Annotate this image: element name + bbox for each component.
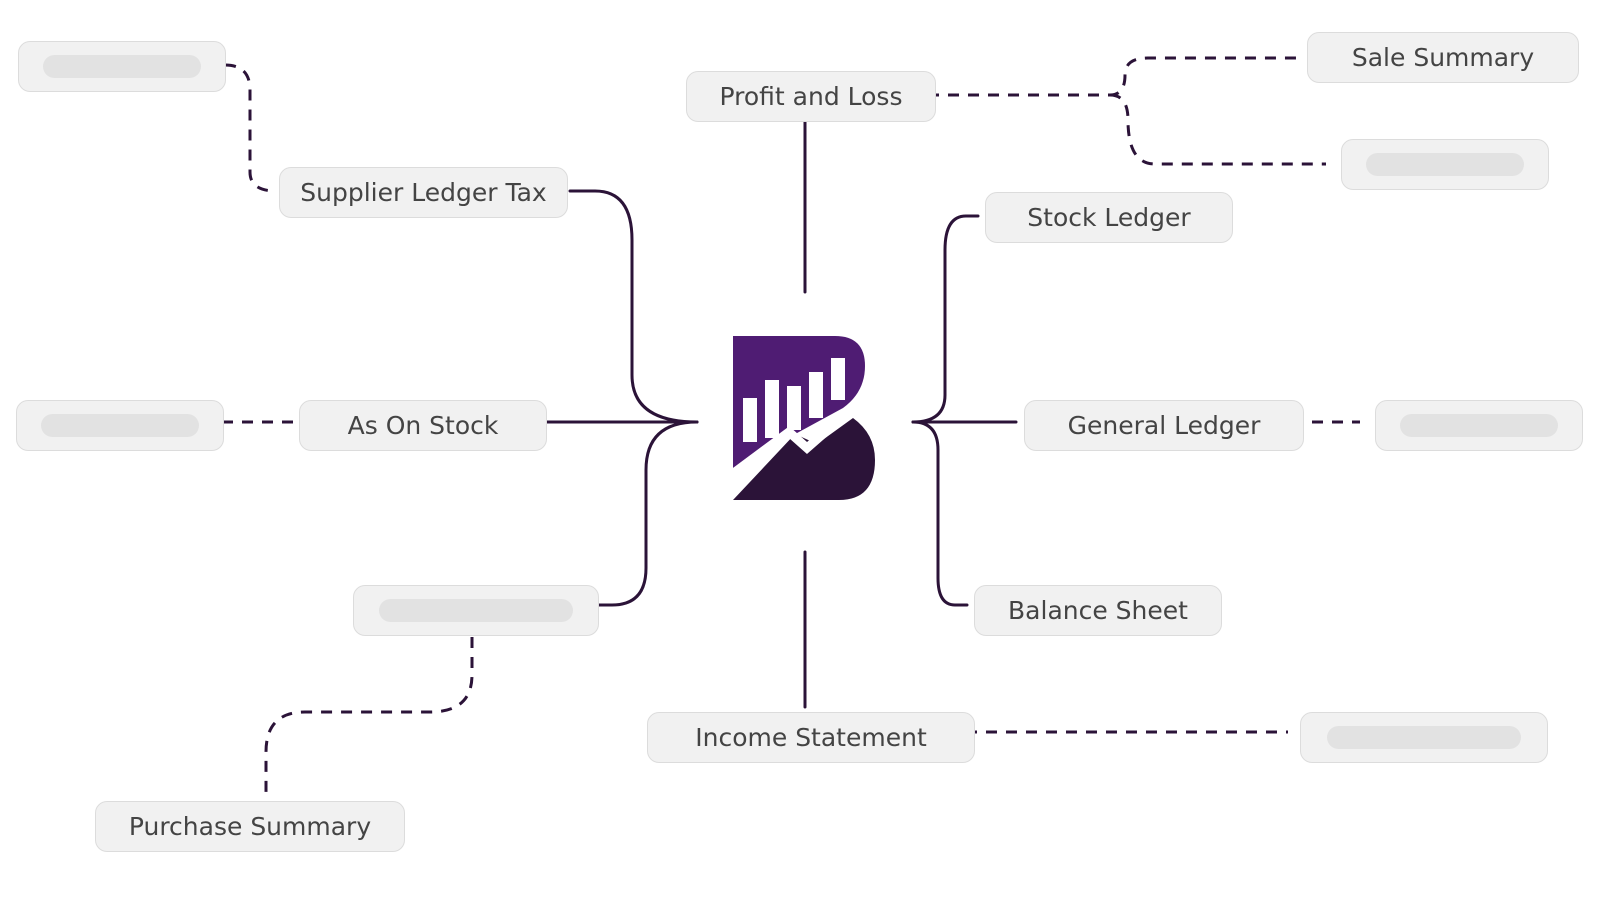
node-label: Sale Summary [1351, 43, 1535, 72]
node-sale-summary[interactable]: Sale Summary [1307, 32, 1579, 83]
node-placeholder-bottom-left[interactable] [353, 585, 599, 636]
placeholder-bar [1366, 153, 1524, 176]
node-label: Supplier Ledger Tax [300, 178, 547, 207]
node-general-ledger[interactable]: General Ledger [1024, 400, 1304, 451]
connector-balance-sheet [911, 420, 969, 607]
node-profit-and-loss[interactable]: Profit and Loss [686, 71, 936, 122]
connector-stock-ledger [911, 214, 980, 424]
logo-lower-shape [733, 418, 875, 500]
node-label: As On Stock [347, 411, 499, 440]
connector-sale-summary [928, 56, 1296, 97]
logo-trend-line [724, 402, 858, 482]
node-label: Purchase Summary [128, 812, 372, 841]
node-placeholder-top-left[interactable] [18, 41, 226, 92]
node-label: Income Statement [695, 723, 927, 752]
node-placeholder-top-right[interactable] [1341, 139, 1549, 190]
placeholder-bar [43, 55, 201, 78]
node-supplier-ledger-tax[interactable]: Supplier Ledger Tax [279, 167, 568, 218]
center-logo-icon [724, 336, 885, 500]
connector-profit-right-placeholder [1109, 93, 1326, 166]
logo-bars [743, 358, 845, 442]
node-placeholder-left[interactable] [16, 400, 224, 451]
node-label: Stock Ledger [1027, 203, 1191, 232]
node-placeholder-bottom-right[interactable] [1300, 712, 1548, 763]
placeholder-bar [379, 599, 573, 622]
node-label: General Ledger [1067, 411, 1261, 440]
node-as-on-stock[interactable]: As On Stock [299, 400, 547, 451]
node-label: Balance Sheet [1008, 596, 1188, 625]
connector-purchase-summary [264, 637, 474, 795]
connector-supplier-ledger-tax [568, 189, 699, 424]
connector-top-left-placeholder [224, 63, 277, 193]
node-purchase-summary[interactable]: Purchase Summary [95, 801, 405, 852]
placeholder-bar [41, 414, 199, 437]
placeholder-bar [1327, 726, 1521, 749]
connector-left-placeholder [596, 420, 699, 607]
node-income-statement[interactable]: Income Statement [647, 712, 975, 763]
node-stock-ledger[interactable]: Stock Ledger [985, 192, 1233, 243]
node-balance-sheet[interactable]: Balance Sheet [974, 585, 1222, 636]
placeholder-bar [1400, 414, 1558, 437]
node-placeholder-right[interactable] [1375, 400, 1583, 451]
node-label: Profit and Loss [719, 82, 903, 111]
